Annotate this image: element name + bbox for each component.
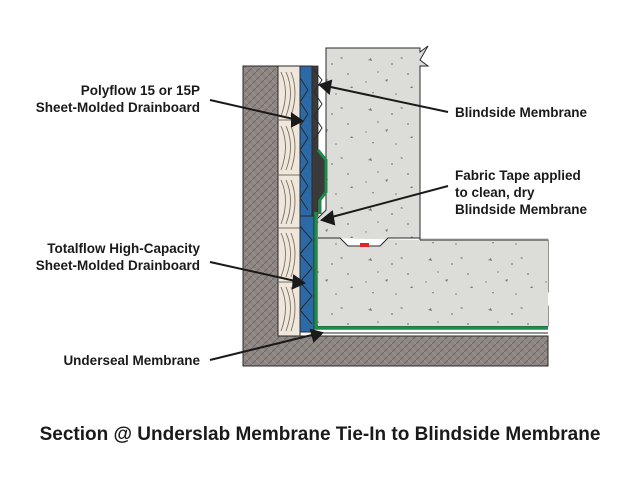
label-polyflow-line1: Polyflow 15 or 15P (81, 83, 200, 98)
leader-underseal (209, 333, 317, 361)
leader-polyflow (209, 99, 299, 121)
concrete-slab (318, 238, 548, 326)
underseal-membrane (314, 212, 548, 330)
arrowhead-underseal (309, 328, 324, 343)
arrowhead-polyflow (291, 112, 304, 128)
label-blindside: Blindside Membrane (455, 105, 588, 120)
label-underseal: Underseal Membrane (63, 353, 200, 368)
label-fabric-line2: to clean, dry (455, 185, 535, 200)
label-fabric-line3: Blindside Membrane (455, 202, 588, 217)
label-totalflow-line1: Totalflow High-Capacity (47, 241, 200, 256)
label-fabric-line1: Fabric Tape applied (455, 168, 581, 183)
fabric-tape (316, 149, 328, 214)
label-totalflow-line2: Sheet-Molded Drainboard (36, 258, 200, 273)
leader-blindside (325, 85, 449, 113)
slab-joint (318, 237, 421, 247)
diagram-caption: Section @ Underslab Membrane Tie-In to B… (40, 424, 601, 445)
wood-lagging (277, 65, 301, 337)
arrowhead-blindside (318, 79, 333, 95)
leader-totalflow (209, 261, 301, 283)
label-polyflow-line2: Sheet-Molded Drainboard (36, 100, 200, 115)
joint-tape (360, 243, 369, 247)
arrowhead-totalflow (291, 274, 307, 290)
arrowhead-fabric-tape (319, 210, 336, 226)
leader-fabric-tape (327, 185, 449, 219)
